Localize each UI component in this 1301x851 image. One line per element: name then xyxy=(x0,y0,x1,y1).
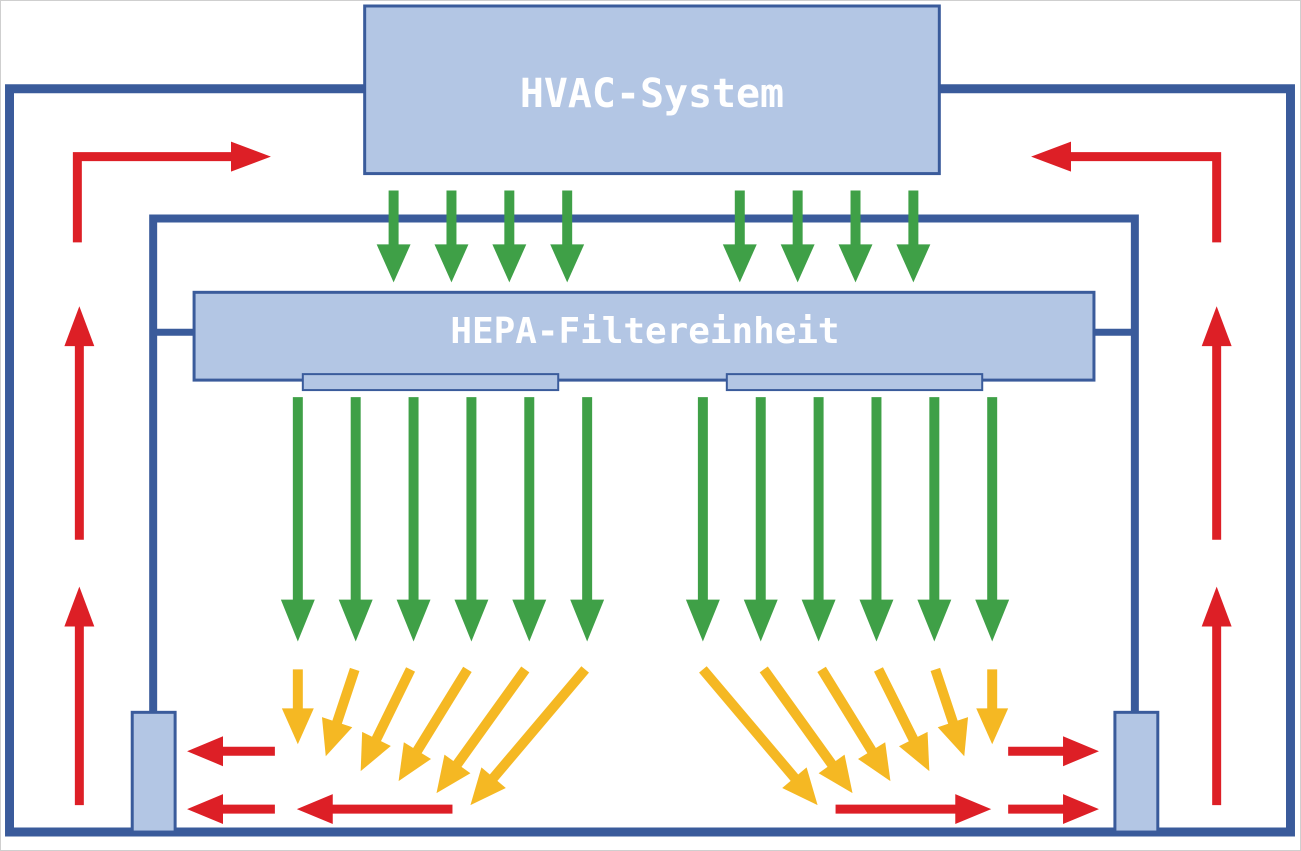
laminar-arrow-3 xyxy=(396,397,431,642)
return-arrow-floor-left-2 xyxy=(187,794,275,825)
laminar-arrow-7 xyxy=(685,397,720,642)
turbulent-arrow-8 xyxy=(930,667,969,757)
return-arrow-left-corner xyxy=(72,141,271,243)
hvac-system-box: HVAC-System xyxy=(363,4,941,176)
turbulent-arrow-11 xyxy=(759,666,853,794)
supply-arrow-top-2 xyxy=(434,190,469,283)
return-arrow-floor-left-3 xyxy=(296,794,453,825)
supply-arrow-top-4 xyxy=(550,190,585,283)
laminar-arrow-8 xyxy=(743,397,778,642)
laminar-arrow-1 xyxy=(280,397,315,642)
return-arrow-right-upper xyxy=(1201,306,1232,540)
return-grille-right xyxy=(1113,710,1160,834)
turbulent-arrow-1 xyxy=(281,669,314,745)
supply-arrow-top-3 xyxy=(492,190,527,283)
laminar-arrow-4 xyxy=(454,397,489,642)
hepa-filter-unit: HEPA-Filtereinheit xyxy=(192,290,1096,392)
supply-arrow-top-5 xyxy=(722,190,757,283)
return-arrow-floor-right-3 xyxy=(835,794,992,825)
hepa-diffuser-right xyxy=(725,373,984,392)
laminar-arrow-10 xyxy=(859,397,894,642)
hvac-label: HVAC-System xyxy=(520,71,784,117)
turbulent-arrow-9 xyxy=(874,667,930,772)
laminar-arrow-2 xyxy=(338,397,373,642)
hepa-diffuser-left xyxy=(301,373,560,392)
turbulent-arrow-10 xyxy=(817,666,891,782)
turbulent-arrow-2 xyxy=(321,667,360,757)
supply-arrow-top-6 xyxy=(780,190,815,283)
return-arrow-left-upper xyxy=(64,306,95,540)
return-arrow-left-lower xyxy=(64,586,95,806)
supply-arrow-top-1 xyxy=(376,190,411,283)
turbulent-arrow-7 xyxy=(976,669,1009,745)
hepa-label: HEPA-Filtereinheit xyxy=(450,311,839,352)
turbulent-arrow-3 xyxy=(360,667,416,772)
supply-arrow-top-7 xyxy=(838,190,873,283)
laminar-arrow-6 xyxy=(570,397,605,642)
supply-arrow-top-8 xyxy=(896,190,931,283)
airflow-arrows xyxy=(64,141,1232,825)
turbulent-arrow-12 xyxy=(699,666,818,806)
return-grille-left xyxy=(130,710,177,834)
return-arrow-right-corner xyxy=(1031,141,1222,243)
outer-return-duct xyxy=(5,84,1295,837)
turbulent-arrow-5 xyxy=(436,666,530,794)
laminar-arrow-9 xyxy=(801,397,836,642)
inner-cleanroom-wall xyxy=(149,214,1139,716)
laminar-arrow-12 xyxy=(975,397,1010,642)
turbulent-arrow-4 xyxy=(398,666,472,782)
turbulent-arrow-6 xyxy=(470,666,589,806)
laminar-arrow-5 xyxy=(512,397,547,642)
laminar-arrow-11 xyxy=(917,397,952,642)
return-arrow-floor-right-2 xyxy=(1008,794,1099,825)
return-arrow-floor-right-1 xyxy=(1008,736,1099,767)
return-arrow-right-lower xyxy=(1201,586,1232,806)
return-arrow-floor-left-1 xyxy=(187,736,275,767)
